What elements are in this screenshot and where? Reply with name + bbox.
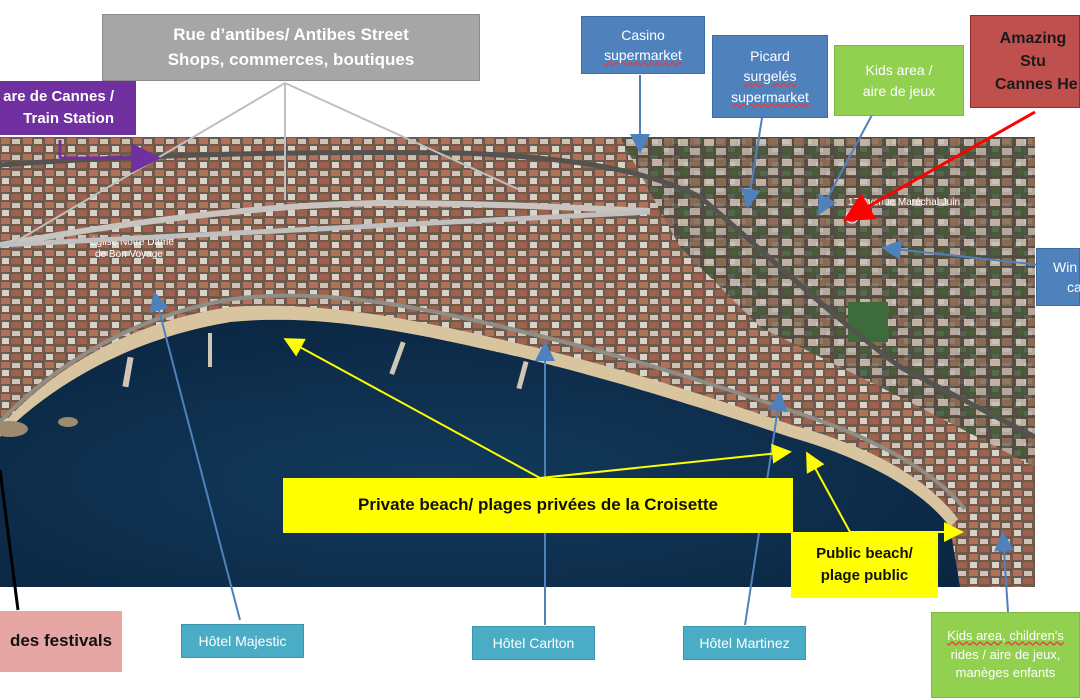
hotel-majestic-text: Hôtel Majestic xyxy=(198,632,287,649)
casino-supermarket-label: Casino supermarket xyxy=(581,16,705,74)
kids-area-bottom-label: Kids area, children's rides / aire de je… xyxy=(931,612,1080,698)
picard-line2: surgelés xyxy=(743,68,797,85)
kids-bottom-line1: Kids area, children's xyxy=(947,627,1064,643)
hotel-martinez-text: Hôtel Martinez xyxy=(699,634,790,651)
public-beach-line1: Public beach/ xyxy=(816,545,913,563)
win-label: Win ca xyxy=(1036,248,1080,306)
map-label-church-line1: Église Notre Dame xyxy=(90,235,174,248)
private-beach-label: Private beach/ plages privées de la Croi… xyxy=(283,478,793,533)
amazing-line1: Amazing Stu xyxy=(999,29,1067,70)
train-station-line1: are de Cannes / xyxy=(3,88,114,106)
win-line1: Win xyxy=(1053,258,1078,275)
train-station-line2: Train Station xyxy=(23,110,114,127)
kids-top-line2: aire de jeux xyxy=(862,82,936,99)
festivals-text: des festivals xyxy=(9,631,113,651)
amazing-line2: Cannes He xyxy=(995,76,1078,94)
kids-area-top-label: Kids area / aire de jeux xyxy=(834,45,964,116)
hotel-carlton-label: Hôtel Carlton xyxy=(472,626,595,660)
hotel-majestic-label: Hôtel Majestic xyxy=(181,624,304,658)
win-line2: ca xyxy=(1067,279,1080,295)
public-beach-line2: plage public xyxy=(820,567,909,584)
kids-bottom-line3: manèges enfants xyxy=(955,665,1056,681)
rue-antibes-title: Rue d’antibes/ Antibes Street xyxy=(173,24,409,44)
hotel-carlton-text: Hôtel Carlton xyxy=(492,634,575,651)
festivals-label: des festivals xyxy=(0,611,122,672)
rue-antibes-subtitle: Shops, commerces, boutiques xyxy=(167,49,415,69)
kids-bottom-line2: rides / aire de jeux, xyxy=(950,646,1061,662)
train-station-label: are de Cannes / Train Station xyxy=(0,81,136,135)
hotel-martinez-label: Hôtel Martinez xyxy=(683,626,806,660)
kids-top-line1: Kids area / xyxy=(865,62,933,79)
amazing-studio-label: Amazing Stu Cannes He xyxy=(970,15,1080,108)
casino-line2: supermarket xyxy=(604,47,682,63)
picard-supermarket-label: Picard surgelés supermarket xyxy=(712,35,828,118)
rue-antibes-label: Rue d’antibes/ Antibes Street Shops, com… xyxy=(102,14,480,81)
map-label-church-line2: de Bon Voyage xyxy=(95,249,163,260)
private-beach-text: Private beach/ plages privées de la Croi… xyxy=(358,495,718,515)
map-label-address: 17 Avenue Maréchal Juin xyxy=(848,197,960,208)
public-beach-label: Public beach/ plage public xyxy=(791,532,938,598)
casino-line1: Casino xyxy=(621,26,665,43)
picard-line3: supermarket xyxy=(731,88,809,105)
picard-line1: Picard xyxy=(750,48,790,65)
